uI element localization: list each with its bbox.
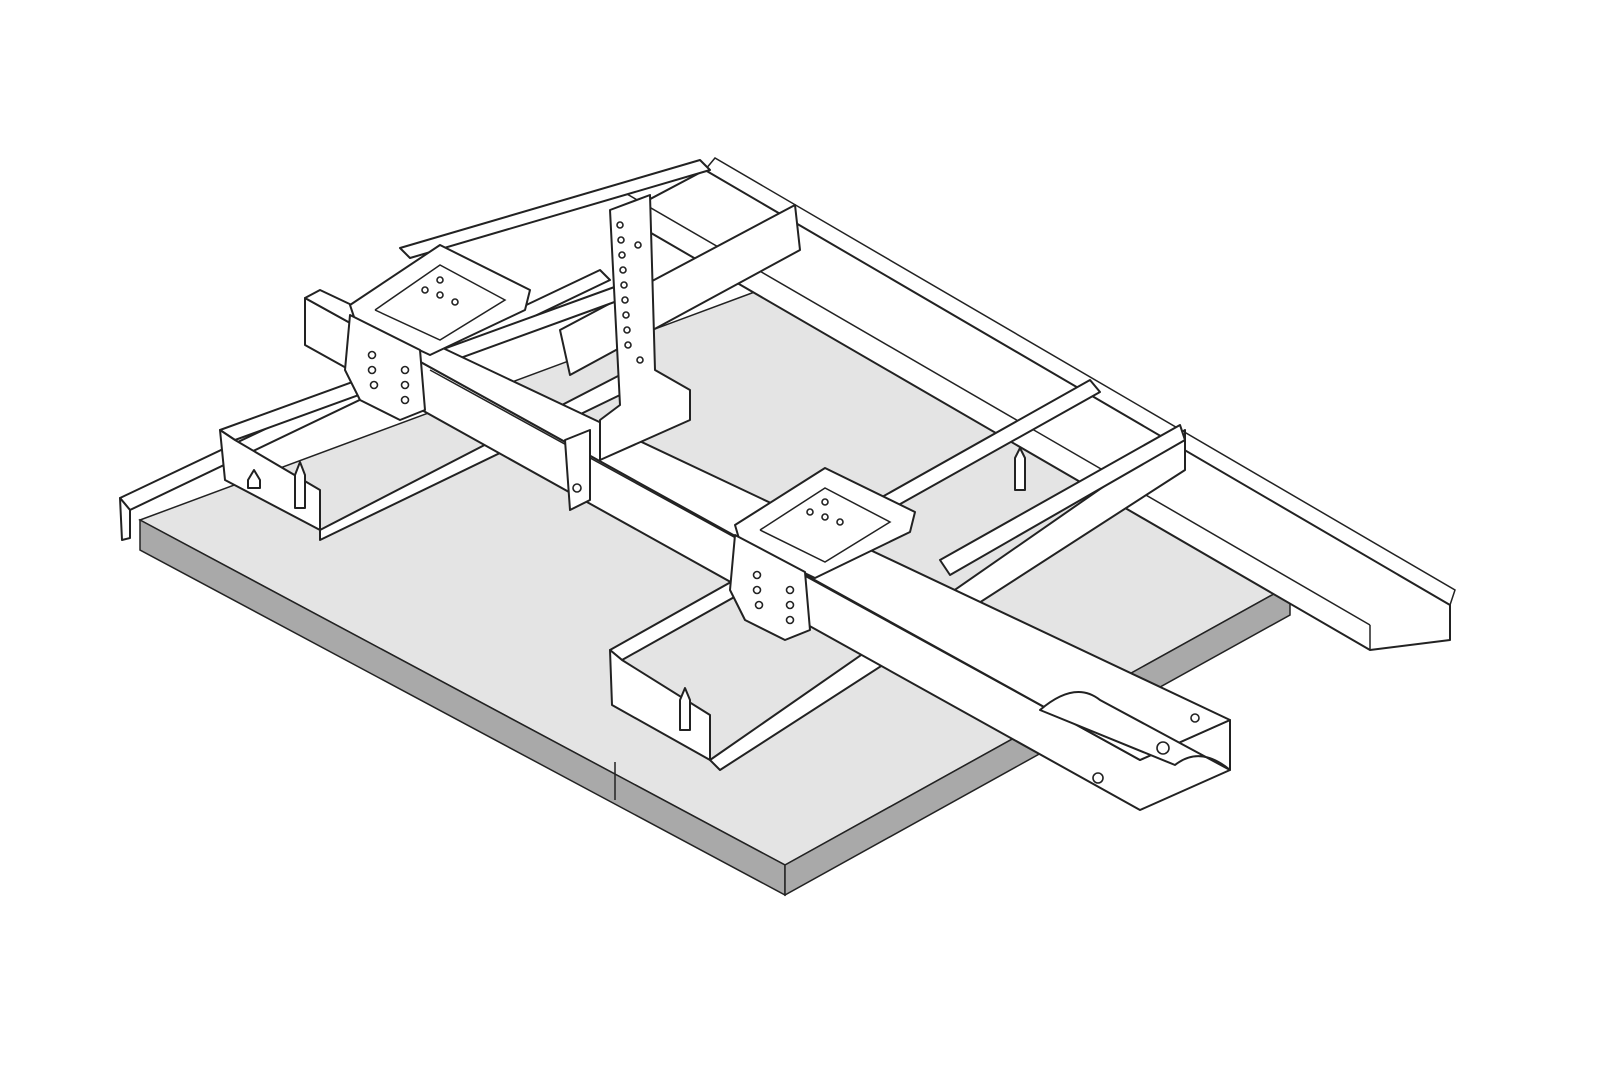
hanger-holes <box>616 221 644 364</box>
fixing-pin <box>679 687 691 731</box>
channel-clip-right <box>729 467 916 641</box>
channel-clip-left <box>344 244 531 421</box>
fixing-pin <box>247 469 261 489</box>
fixing-pin <box>294 461 306 509</box>
channel-cutout <box>1039 691 1231 771</box>
perforated-hanger <box>564 194 691 511</box>
fixing-pin <box>1014 447 1026 491</box>
